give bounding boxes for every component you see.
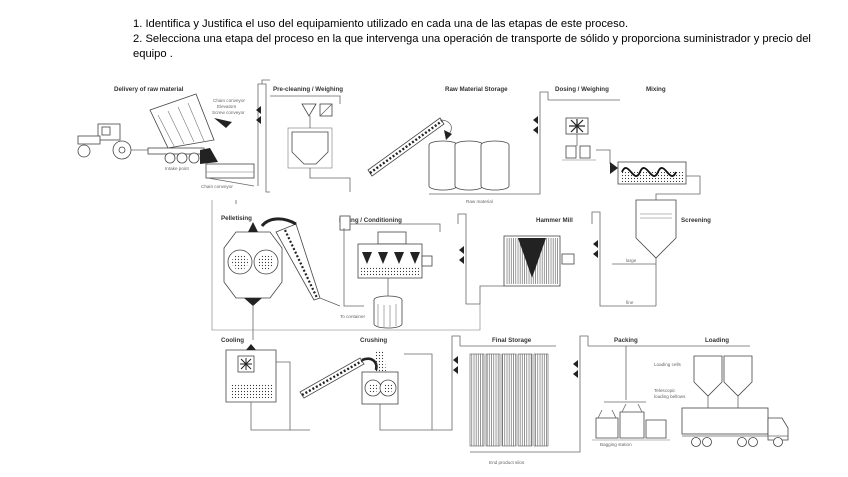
dosing-scale-2-icon [579,145,591,159]
label-large: large [626,258,637,263]
stage-label-hammer-mill: Hammer Mill [536,217,573,224]
stage-label-mixing: Mixing [646,86,666,93]
raw-storage-stage: Raw Material Storage Raw material [428,86,520,204]
label-chain-conveyor-2: Chain conveyor [201,184,233,189]
end-product-silos-icon [469,353,549,447]
dosing-hopper-icon [377,231,407,245]
additive-tank-icon [339,215,351,231]
label-screw-conveyor: Screw conveyor [212,110,245,115]
instructions: 1. Identifica y Justifica el uso del equ… [133,17,813,62]
label-intake-point: Intake point [165,166,189,171]
bucket-elevator-2 [520,91,620,195]
dosing-scale-1-icon [565,145,577,159]
bucket-elevator-3 [591,211,612,307]
arrow-icon [214,118,232,128]
bucket-elevator-6 [572,335,750,453]
screening-stage: Screening large fine [612,199,711,307]
packing-stage: Packing Bagging station Loading cells Te… [592,337,686,447]
stage-label-delivery: Delivery of raw material [114,86,184,93]
label-bagging-station: Bagging station [600,442,632,447]
stage-label-conditioning: Mixing / Conditioning [339,217,402,224]
label-loading-cells: Loading cells [654,362,682,367]
stage-label-crushing: Crushing [360,337,387,344]
crushing-stage: Crushing [299,337,440,431]
label-end-product-silos: End product silos [489,460,525,465]
stage-label-final-storage: Final Storage [492,337,532,344]
big-bag-3-icon [645,419,667,439]
bucket-elevator-5 [440,335,556,431]
pelletising-stage: Pelletising [221,215,341,340]
hammer-mill-stage: Hammer Mill [479,217,575,304]
big-bag-2-icon [619,411,645,439]
label-raw-material: Raw material [466,199,493,204]
intake-point-icon [205,163,255,179]
loading-stage: Loading [681,337,789,447]
label-elevators: Elevators [217,104,237,109]
label-loading-bellows: loading bellows [654,394,686,399]
dosing-stage: Dosing / Weighing [555,86,611,164]
truck-icon [681,407,789,447]
stage-label-precleaning: Pre-cleaning / Weighing [273,86,343,93]
stage-label-raw-storage: Raw Material Storage [445,86,508,93]
mixing-stage: Mixing [610,86,701,200]
pellet-mill-icon [223,231,283,299]
mixing-screw-icon [621,167,677,177]
conditioner-motor-icon [421,255,433,267]
weighing-bin-icon [291,131,329,165]
label-to-container: To container [340,314,365,319]
stage-label-loading: Loading [705,337,729,344]
precleaning-stage: Pre-cleaning / Weighing [270,86,351,192]
delivery-stage: Delivery of raw material [77,86,255,189]
bucket-elevator-4 [457,213,480,305]
label-fine: fine [626,300,634,305]
raw-storage-silos [428,140,510,191]
instruction-1: 1. Identifica y Justifica el uso del equ… [133,18,629,30]
stage-label-dosing: Dosing / Weighing [555,86,609,93]
big-bag-1-icon [595,417,619,439]
bucket-elevator-1 [256,79,270,193]
instruction-2: 2. Selecciona una etapa del proceso en l… [133,33,811,60]
stage-label-cooling: Cooling [221,337,244,344]
screening-hopper-icon [635,199,677,259]
hopper-icon [301,103,317,117]
label-telescopic: Telescopic [654,388,676,393]
label-chain-conveyor: Chain conveyor [213,98,245,103]
final-storage-stage: Final Storage End product silos [469,337,572,465]
loading-silo-1-icon [693,355,723,397]
inclined-screw-conveyor-1 [367,117,452,177]
stage-label-pelletising: Pelletising [221,215,252,222]
cooling-stage: Cooling [221,337,310,431]
tipping-trailer-icon [147,93,218,164]
stage-label-screening: Screening [681,217,711,224]
loading-silo-2-icon [723,355,753,397]
stage-label-packing: Packing [614,337,638,344]
mill-motor-icon [561,253,575,265]
conditioning-stage: Mixing / Conditioning To container [339,215,441,329]
tractor-icon [77,123,150,160]
